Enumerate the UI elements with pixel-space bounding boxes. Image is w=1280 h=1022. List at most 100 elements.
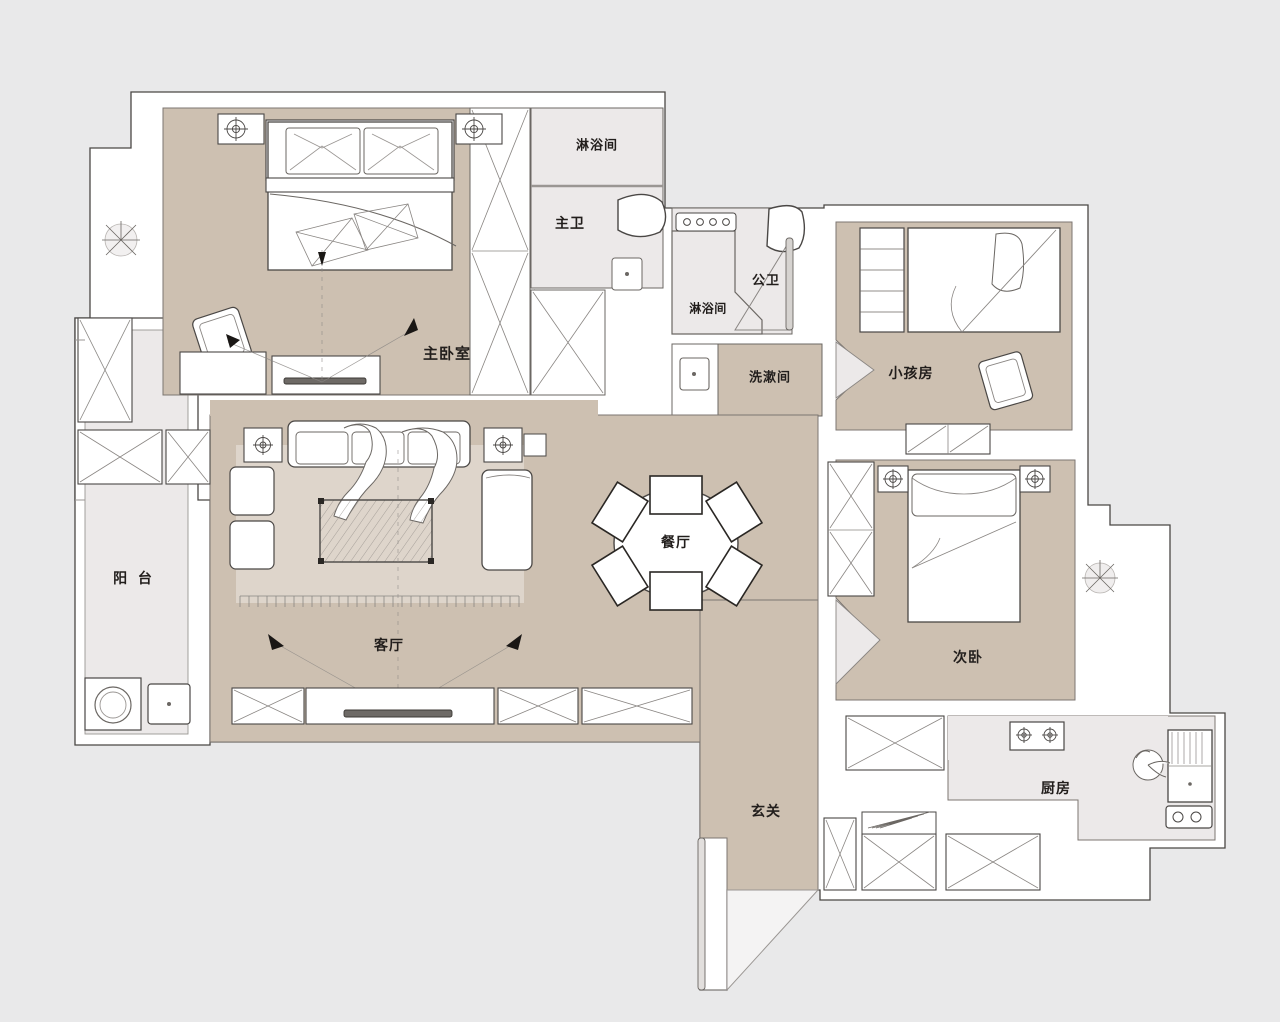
master-closet-x xyxy=(532,291,604,394)
balcony-washing-machine xyxy=(84,677,142,731)
label-shower-public: 淋浴间 xyxy=(689,301,727,316)
label-master-bath: 主卫 xyxy=(555,215,585,232)
dining-chair-upper-right xyxy=(704,481,764,543)
second-bedroom-plant xyxy=(1082,560,1118,594)
kitchen-gas-stove xyxy=(1009,721,1065,751)
master-quilt-fold xyxy=(269,193,457,247)
entry-cabinet-1-x xyxy=(825,819,855,889)
kitchen-refrigerator-coils xyxy=(1168,732,1212,767)
living-cabinet-1-x xyxy=(233,689,303,723)
dining-chair-top xyxy=(649,475,703,515)
label-kitchen: 厨房 xyxy=(1041,780,1071,797)
label-master-bedroom: 主卧室 xyxy=(423,345,471,363)
kitchen-stove-burners xyxy=(1016,727,1058,743)
balcony-cabinet-2-x xyxy=(79,319,131,421)
kids-armchair xyxy=(978,351,1034,411)
entry-cabinet-2-x xyxy=(863,835,935,889)
second-bedroom-quilt-fold xyxy=(911,521,1017,569)
public-bath-toilet xyxy=(766,204,806,253)
kids-bookcase-shelves xyxy=(860,248,904,313)
master-ceiling-light-right xyxy=(462,117,486,141)
window-mullions xyxy=(75,339,85,501)
balcony-sink-drain xyxy=(167,702,171,706)
living-tv-console xyxy=(305,687,495,725)
living-chaise-cushion xyxy=(485,474,531,479)
kitchen-refrigerator-handle xyxy=(1188,782,1192,786)
kids-quilt-fold xyxy=(961,229,1057,333)
dining-chair-bottom xyxy=(649,571,703,611)
entry-plant xyxy=(867,811,931,829)
kids-bookcase xyxy=(859,227,905,333)
second-bedroom-pillow xyxy=(911,473,1017,517)
entry-door-swing-area xyxy=(726,889,820,992)
kids-wardrobe-lines xyxy=(907,424,989,454)
master-tv-console xyxy=(271,355,381,395)
label-second-bedroom: 次卧 xyxy=(953,649,983,666)
master-view-arrow-left xyxy=(226,334,240,348)
balcony-cabinet-3-x xyxy=(167,431,209,483)
second-bedroom-wardrobe xyxy=(827,461,875,597)
dining-chair-lower-left xyxy=(590,545,650,607)
shower-valve-knobs xyxy=(683,218,730,226)
dining-set xyxy=(590,475,764,611)
living-view-arrow-right xyxy=(506,634,522,650)
master-quilt-pattern xyxy=(295,203,419,267)
label-public-bath: 公卫 xyxy=(752,274,780,289)
public-bath-door-leaf xyxy=(785,237,794,331)
shower-valve-panel xyxy=(675,212,737,232)
living-hall-link xyxy=(210,400,598,416)
master-pillow-left xyxy=(285,127,361,175)
kids-pillow xyxy=(991,232,1025,292)
living-armchair-left-2 xyxy=(229,520,275,570)
living-view-arrow-left xyxy=(268,634,284,650)
balcony-cabinet-1-x xyxy=(79,431,161,483)
kids-bed xyxy=(907,227,1061,333)
kids-quilt-curve xyxy=(950,285,963,333)
master-wardrobe-x xyxy=(471,109,529,394)
label-balcony: 阳 台 xyxy=(113,570,155,587)
laundry-sink-drain xyxy=(692,372,696,376)
living-tv xyxy=(343,709,453,718)
living-ceiling-light-right xyxy=(493,435,513,455)
balcony-washer-drum xyxy=(94,686,132,724)
master-view-arrow xyxy=(404,318,418,336)
balcony-plant-top xyxy=(102,221,140,257)
master-ceiling-light-left xyxy=(224,117,248,141)
kitchen-sink xyxy=(1165,805,1213,829)
living-coffee-table xyxy=(319,499,433,563)
dining-chair-upper-left xyxy=(590,481,650,543)
label-laundry: 洗漱间 xyxy=(749,370,791,386)
label-kids-room: 小孩房 xyxy=(889,365,934,382)
master-view-origin-arrow xyxy=(318,252,326,266)
room-labels: 主卧室 淋浴间 主卫 淋浴间 公卫 洗漱间 小孩房 次卧 厨房 玄关 餐厅 客厅… xyxy=(113,138,1071,821)
label-entry: 玄关 xyxy=(751,803,781,820)
second-bedroom-pillow-crease xyxy=(911,477,1017,495)
label-living: 客厅 xyxy=(373,637,404,654)
living-cabinet-2-x xyxy=(499,689,577,723)
master-bath-toilet xyxy=(617,193,667,238)
living-cabinet-3 xyxy=(581,687,693,725)
second-bedroom-wardrobe-x xyxy=(828,463,874,595)
kitchen-cabinet-left-x xyxy=(847,717,943,769)
living-rug-fringe xyxy=(239,595,520,607)
balcony-washer-door xyxy=(99,691,127,719)
second-bedroom-ceiling-light-left xyxy=(883,469,903,489)
room-floor-balcony xyxy=(84,329,189,735)
master-bed-runner xyxy=(265,177,455,193)
kids-door-swing xyxy=(835,341,875,399)
master-tv xyxy=(283,377,367,385)
entry-console-table xyxy=(861,811,937,835)
living-ceiling-light-left xyxy=(253,435,273,455)
second-bedroom-door-swing xyxy=(835,598,881,686)
kitchen-sink-bowl-2 xyxy=(1190,811,1202,823)
second-bedroom-quilt-curve xyxy=(911,537,941,569)
second-bedroom-ceiling-light-right xyxy=(1025,469,1045,489)
living-armchair-left-1 xyxy=(229,466,275,516)
living-cabinet-3-x xyxy=(583,689,691,723)
entry-cabinet-3-x xyxy=(947,835,1039,889)
label-shower-master: 淋浴间 xyxy=(576,138,618,154)
master-bath-sink-drain xyxy=(625,272,629,276)
master-wardrobe xyxy=(469,107,531,396)
